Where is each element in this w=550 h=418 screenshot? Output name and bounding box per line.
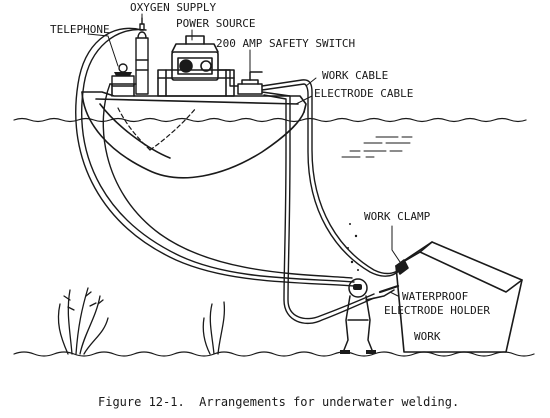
label-power-source: POWER SOURCE <box>176 17 255 30</box>
label-work-clamp: WORK CLAMP <box>364 210 431 223</box>
sea-floor <box>13 351 535 357</box>
water-surface <box>13 117 527 158</box>
seaweed-left <box>57 287 109 355</box>
label-waterproof: WATERPROOF <box>402 290 468 303</box>
label-electrode-holder: ELECTRODE HOLDER <box>384 304 490 317</box>
label-work-cable: WORK CABLE <box>322 69 388 82</box>
telephone <box>111 63 135 87</box>
diver <box>340 223 400 354</box>
label-safety-switch: 200 AMP SAFETY SWITCH <box>216 37 355 50</box>
label-telephone: TELEPHONE <box>50 23 110 36</box>
label-oxygen-supply: OXYGEN SUPPLY <box>130 1 216 14</box>
label-electrode-cable: ELECTRODE CABLE <box>314 87 413 100</box>
seaweed-right <box>202 301 226 355</box>
figure-caption: Figure 12-1. Arrangements for underwater… <box>98 395 459 409</box>
power-source <box>171 35 219 81</box>
work-piece <box>395 241 523 353</box>
boat <box>81 69 307 179</box>
label-work: WORK <box>414 330 441 343</box>
leader-lines <box>87 13 401 297</box>
